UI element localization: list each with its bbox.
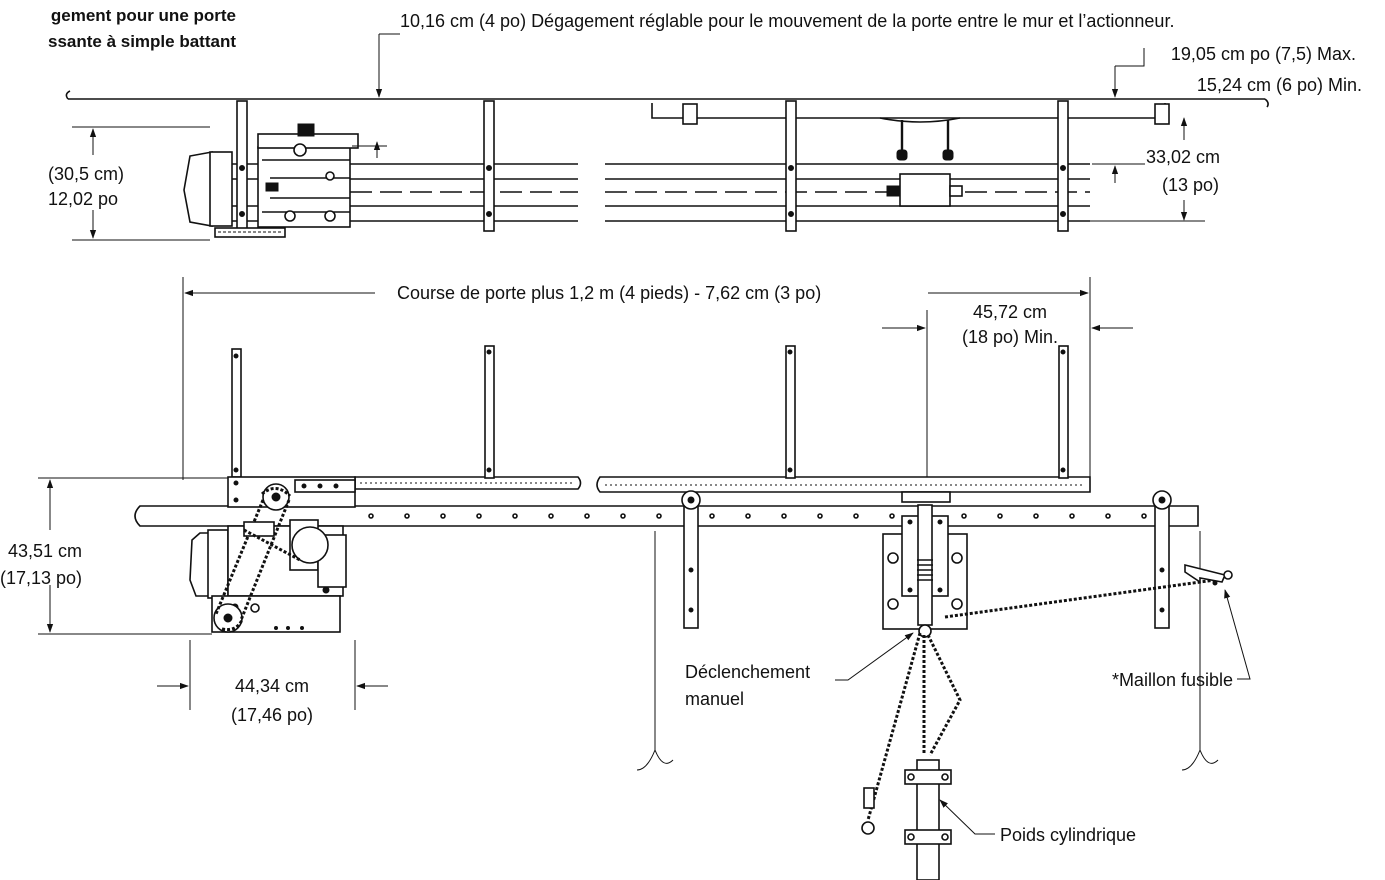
height-1: 43,51 cm [8,541,82,561]
rail-segment-1 [232,163,578,222]
height-right-2: (13 po) [1162,175,1219,195]
door-panel-2 [596,476,1091,493]
fusible-link-label: *Maillon fusible [1112,670,1233,690]
title-line-2: ssante à simple battant [48,32,236,51]
fusible-chain [944,578,1216,619]
min-label: 15,24 cm (6 po) Min. [1197,75,1362,95]
wall-right [1181,531,1219,771]
wall-left [636,531,674,771]
title-line-1: gement pour une porte [51,6,236,25]
weight-label: Poids cylindrique [1000,825,1136,845]
height-2: (17,13 po) [0,568,82,588]
fusible-link [1184,563,1233,586]
motor-plan [183,123,359,238]
height-left-1: (30,5 cm) [48,164,124,184]
door-panel-top [651,103,1166,119]
height-right-1: 33,02 cm [1146,147,1220,167]
min-gap-2: (18 po) Min. [962,327,1058,347]
trolley [899,173,951,207]
travel-label: Course de porte plus 1,2 m (4 pieds) - 7… [397,283,821,303]
min-gap-1: 45,72 cm [973,302,1047,322]
manual-release-1: Déclenchement [685,662,810,682]
door-panel-1 [354,476,582,490]
cylindrical-weight [904,759,952,880]
front-view: Course de porte plus 1,2 m (4 pieds) - 7… [0,277,1251,880]
track-holes [368,513,1147,519]
operator-head [189,476,356,633]
release-assembly [882,504,968,638]
height-left-2: 12,02 po [48,189,118,209]
width-2: (17,46 po) [231,705,313,725]
manual-release-2: manuel [685,689,744,709]
front-hangers [231,345,1069,479]
pull-chain [866,632,922,821]
clearance-note: 10,16 cm (4 po) Dégagement réglable pour… [400,11,1174,31]
weight-chain [922,634,962,756]
width-1: 44,34 cm [235,676,309,696]
max-label: 19,05 cm po (7,5) Max. [1171,44,1356,64]
top-view: 10,16 cm (4 po) Dégagement réglable pour… [48,11,1362,241]
rail-segment-2 [605,163,1090,222]
